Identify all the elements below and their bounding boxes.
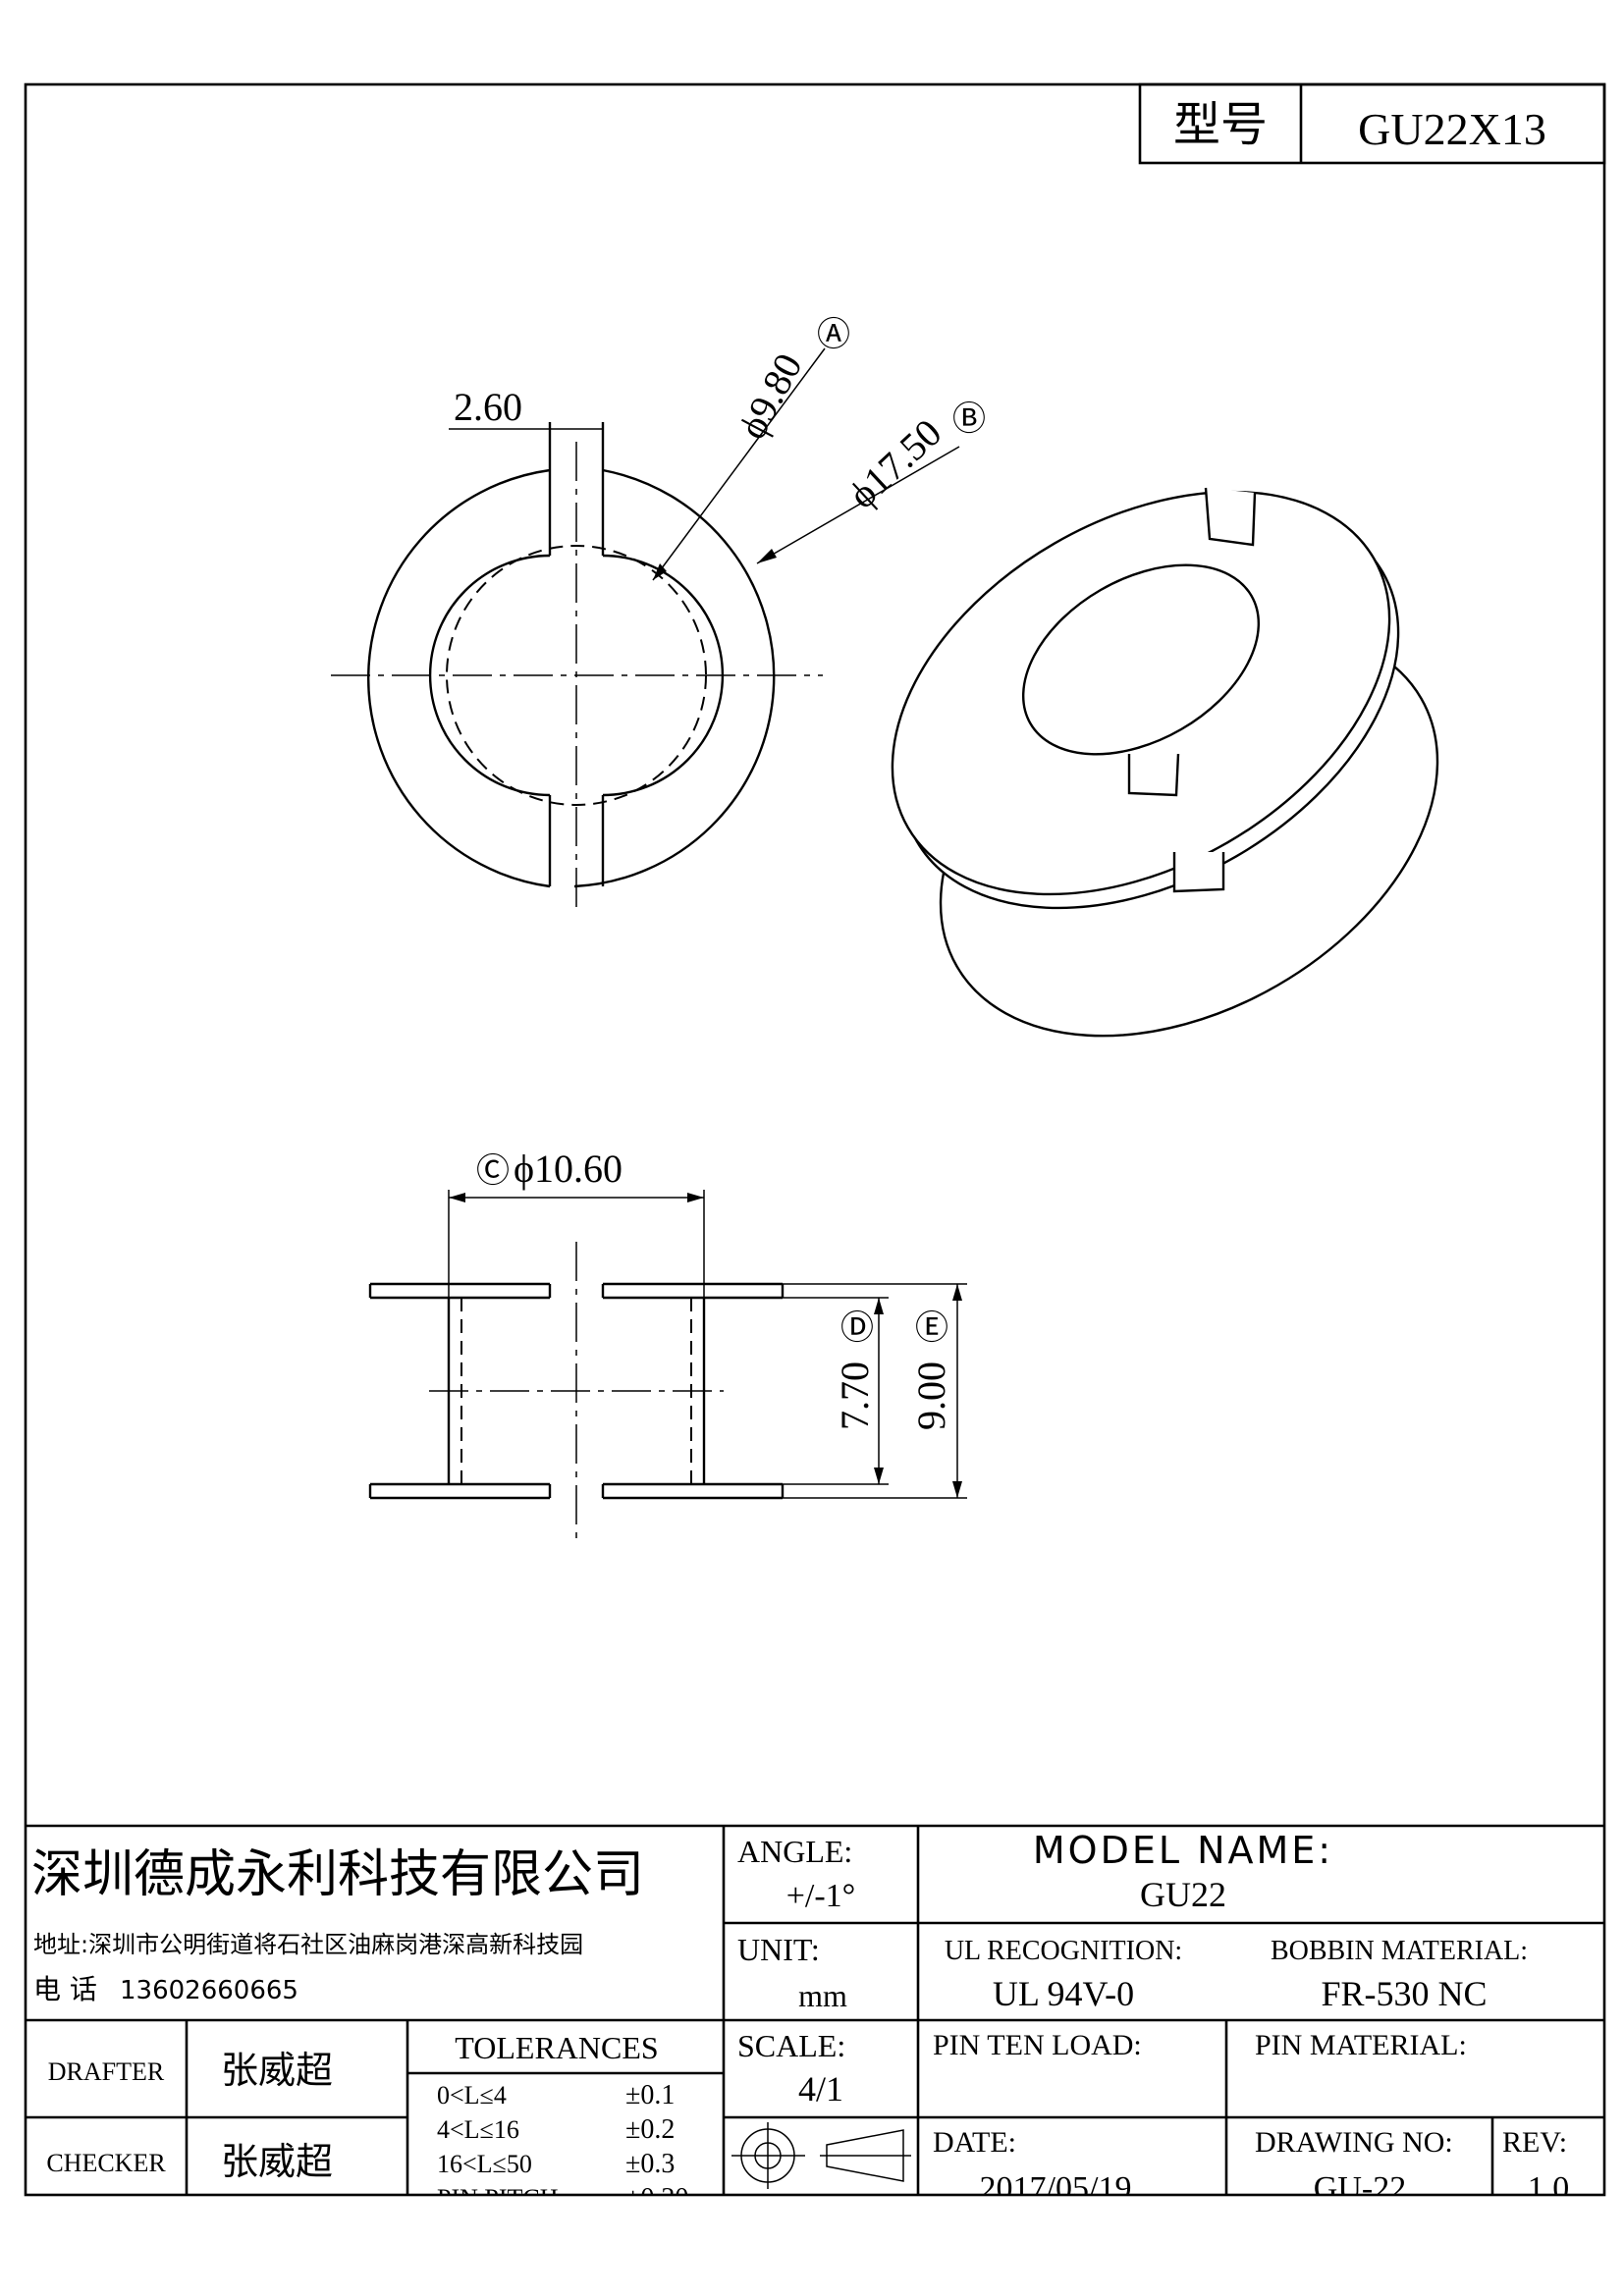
inner-height-dimension: Ⓓ 7.70: [783, 1297, 889, 1485]
tolerance-value-1: ±0.1: [625, 2080, 675, 2110]
model-value: GU22X13: [1358, 104, 1546, 154]
unit-label: UNIT:: [737, 1932, 820, 1967]
model-name-value: GU22: [1140, 1875, 1226, 1914]
bottom-slot: [548, 795, 605, 886]
inner-diameter-leader: ϕ9.80 Ⓐ: [652, 315, 850, 581]
bottom-flange: [368, 1482, 785, 1500]
isometric-view: [891, 487, 1439, 1038]
bobbin-material-value: FR-530 NC: [1321, 1974, 1487, 2013]
core-diameter-dimension: Ⓒ ϕ10.60: [448, 1147, 705, 1298]
iso-front-bore: [1021, 563, 1261, 756]
model-header: 型号 GU22X13: [1138, 82, 1606, 165]
iso-top-slot: [1204, 487, 1257, 547]
inner-diameter-value: ϕ9.80: [730, 347, 810, 447]
pin-material-label: PIN MATERIAL:: [1255, 2029, 1467, 2061]
angle-value: +/-1°: [786, 1878, 856, 1914]
top-slot: [548, 422, 605, 556]
pin-ten-load-label: PIN TEN LOAD:: [933, 2029, 1142, 2061]
company-address: 地址:深圳市公明街道将石社区油麻岗港深高新科技园: [33, 1931, 583, 1958]
scale-label: SCALE:: [737, 2028, 845, 2063]
outer-height-dimension: Ⓔ 9.00: [783, 1283, 967, 1499]
rev-value: 1.0: [1528, 2170, 1570, 2207]
ul-recognition-value: UL 94V-0: [993, 1974, 1134, 2013]
outer-height-value: 9.00: [909, 1362, 953, 1430]
drafter-label: DRAFTER: [48, 2057, 165, 2086]
side-view: Ⓒ ϕ10.60 Ⓓ 7.70 Ⓔ 9.00: [368, 1147, 967, 1543]
tolerance-range-4: PIN PITCH: [437, 2184, 559, 2213]
slot-width-dimension: 2.60: [449, 385, 603, 430]
inner-height-value: 7.70: [833, 1362, 877, 1430]
checker-name: 张威超: [221, 2140, 333, 2183]
phone-number: 13602660665: [120, 1976, 298, 2005]
tolerance-value-3: ±0.3: [625, 2149, 675, 2179]
phone-label: 电 话: [33, 1973, 97, 2005]
tolerance-range-1: 0<L≤4: [437, 2081, 507, 2109]
inner-diameter-marker: Ⓐ: [817, 315, 850, 354]
iso-bottom-slot: [1127, 753, 1225, 893]
date-value: 2017/05/19: [980, 2170, 1132, 2207]
bobbin-material-label: BOBBIN MATERIAL:: [1271, 1936, 1528, 1966]
tolerance-value-4: ±0.20: [625, 2183, 688, 2214]
core-diameter-marker: Ⓒ: [476, 1151, 510, 1191]
top-view: 2.60 ϕ9.80 Ⓐ ϕ17.50 Ⓑ: [331, 315, 986, 913]
tolerance-range-3: 16<L≤50: [437, 2150, 532, 2178]
drafter-name: 张威超: [221, 2049, 333, 2092]
projection-symbol-icon: [731, 2122, 911, 2189]
ul-recognition-label: UL RECOGNITION:: [945, 1936, 1182, 1966]
scale-value: 4/1: [798, 2069, 843, 2109]
tolerances-label: TOLERANCES: [455, 2030, 658, 2065]
core-diameter-value: ϕ10.60: [514, 1147, 623, 1191]
top-flange: [368, 1282, 785, 1300]
model-label: 型号: [1173, 97, 1268, 152]
slot-width-value: 2.60: [454, 385, 522, 429]
tolerance-value-2: ±0.2: [625, 2114, 675, 2145]
drawing-no-value: GU-22: [1314, 2170, 1406, 2207]
title-block: 深圳德成永利科技有限公司 地址:深圳市公明街道将石社区油麻岗港深高新科技园 电 …: [26, 1824, 1604, 2214]
drawing-no-label: DRAWING NO:: [1255, 2126, 1453, 2159]
rev-label: REV:: [1502, 2126, 1567, 2159]
angle-label: ANGLE:: [737, 1834, 852, 1869]
bobbin-flange-outline: [367, 468, 776, 888]
company-name: 深圳德成永利科技有限公司: [31, 1845, 644, 1904]
checker-label: CHECKER: [46, 2149, 166, 2177]
outer-diameter-marker: Ⓑ: [952, 400, 986, 439]
date-label: DATE:: [933, 2126, 1016, 2159]
drawing-border: [24, 82, 1606, 2197]
outer-diameter-value: ϕ17.50: [839, 410, 949, 517]
outer-diameter-leader: ϕ17.50 Ⓑ: [756, 400, 986, 564]
tolerance-range-2: 4<L≤16: [437, 2115, 519, 2144]
inner-height-marker: Ⓓ: [840, 1308, 874, 1348]
model-name-label: MODEL NAME:: [1033, 1829, 1333, 1872]
unit-value: mm: [798, 1978, 847, 2013]
outer-height-marker: Ⓔ: [915, 1308, 948, 1348]
